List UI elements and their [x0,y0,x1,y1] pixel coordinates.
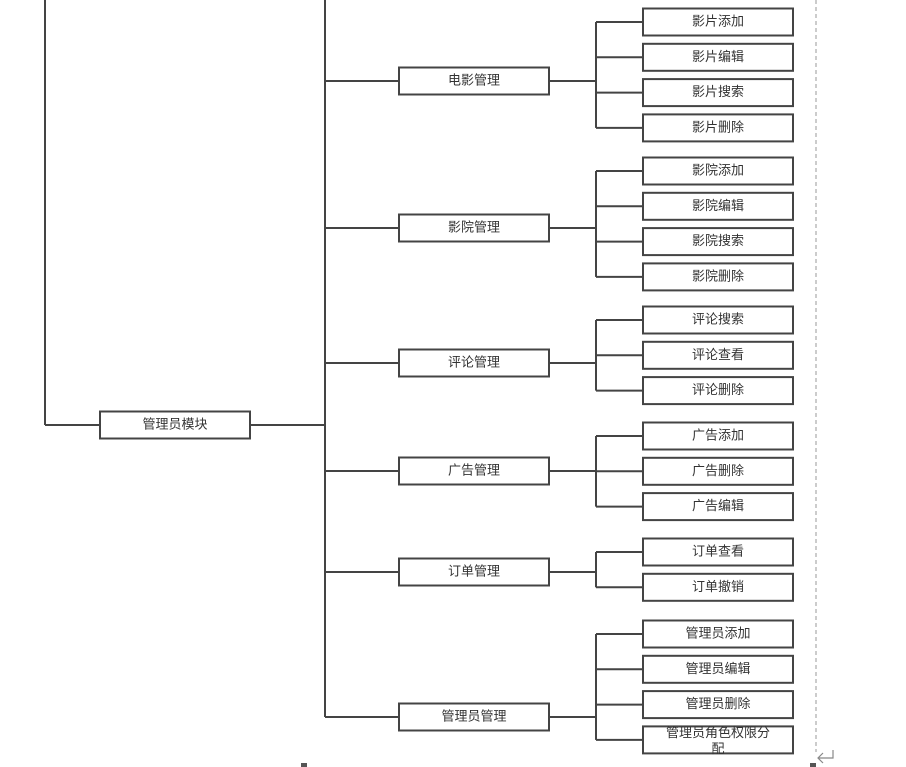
module-node-box [398,702,550,732]
connector-lines [44,0,643,741]
module-node-box [398,213,550,243]
function-node-label: 影片添加 [692,15,744,30]
function-node-box [642,340,794,370]
function-node[interactable]: 影片添加 [642,7,794,37]
function-node-box [642,156,794,186]
function-node-label: 评论查看 [692,347,744,363]
function-node[interactable]: 订单撤销 [642,572,794,602]
paragraph-mark-icon [817,750,834,764]
function-node-box [642,492,794,522]
function-node[interactable]: 广告添加 [642,421,794,451]
function-node-box [642,572,794,602]
function-node-box [642,421,794,451]
function-node-box [642,537,794,567]
function-node[interactable]: 评论搜索 [642,305,794,335]
function-node[interactable]: 影片搜索 [642,78,794,108]
module-node[interactable]: 管理员管理 [398,702,550,732]
module-node-box [398,66,550,96]
function-node-label: 管理员添加 [685,627,750,642]
function-node-label: 订单撤销 [692,579,744,595]
module-node-label: 评论管理 [448,356,500,371]
function-node-label: 广告删除 [692,464,744,479]
function-node[interactable]: 评论删除 [642,376,794,406]
function-node-box [642,654,794,684]
module-node-label: 管理员管理 [441,710,506,725]
root-node-admin-module-label: 管理员模块 [142,418,207,433]
function-node[interactable]: 影院编辑 [642,191,794,221]
function-node[interactable]: 广告编辑 [642,492,794,522]
function-node-box [642,305,794,335]
function-node-label: 影院添加 [692,164,744,179]
function-node[interactable]: 影片删除 [642,113,794,143]
module-node[interactable]: 订单管理 [398,557,550,587]
function-node[interactable]: 管理员删除 [642,690,794,720]
root-node-admin-module-box [99,410,251,440]
function-node-label: 管理员角色权限分配 [666,724,770,756]
function-node[interactable]: 管理员角色权限分配 [642,724,794,756]
function-node-box [642,191,794,221]
function-node-box [642,113,794,143]
function-node-label: 广告添加 [692,429,744,444]
module-node-label: 广告管理 [448,464,500,479]
function-node-box [642,456,794,486]
function-node-label: 广告编辑 [692,499,744,514]
function-node-label: 影院编辑 [692,199,744,214]
function-node-box [642,376,794,406]
function-node-box [642,7,794,37]
function-node-label: 订单查看 [692,544,744,560]
module-node-box [398,348,550,378]
function-node[interactable]: 管理员添加 [642,619,794,649]
function-node-label: 评论删除 [692,383,744,398]
module-node-label: 影院管理 [448,221,500,236]
function-node[interactable]: 评论查看 [642,340,794,370]
function-node-label: 影院搜索 [692,234,744,249]
function-node[interactable]: 影院删除 [642,262,794,292]
root-node-admin-module[interactable]: 管理员模块 [99,410,251,440]
function-node-box [642,619,794,649]
module-node-box [398,557,550,587]
function-node-box [642,690,794,720]
function-node-label: 管理员删除 [685,697,750,712]
function-node[interactable]: 影院添加 [642,156,794,186]
module-node-label: 电影管理 [448,74,500,89]
function-node-label: 评论搜索 [692,313,744,328]
function-node-box [642,78,794,108]
function-node[interactable]: 订单查看 [642,537,794,567]
function-node-box [642,42,794,72]
function-node-label: 影片删除 [692,120,744,135]
module-node[interactable]: 电影管理 [398,66,550,96]
function-node[interactable]: 影片编辑 [642,42,794,72]
function-node-box [642,262,794,292]
module-node-box [398,456,550,486]
function-node-label: 影院删除 [692,269,744,284]
module-node[interactable]: 评论管理 [398,348,550,378]
function-node-box [642,725,794,755]
function-node[interactable]: 广告删除 [642,456,794,486]
module-node[interactable]: 广告管理 [398,456,550,486]
function-node-box [642,227,794,257]
module-node[interactable]: 影院管理 [398,213,550,243]
module-node-label: 订单管理 [448,565,500,580]
function-node[interactable]: 影院搜索 [642,227,794,257]
function-node-label: 管理员编辑 [685,662,750,677]
function-node[interactable]: 管理员编辑 [642,654,794,684]
function-node-label: 影片编辑 [692,50,744,65]
text-cursor-marker-right [810,763,816,767]
function-node-label: 影片搜索 [692,85,744,100]
text-cursor-marker-left [301,763,307,767]
